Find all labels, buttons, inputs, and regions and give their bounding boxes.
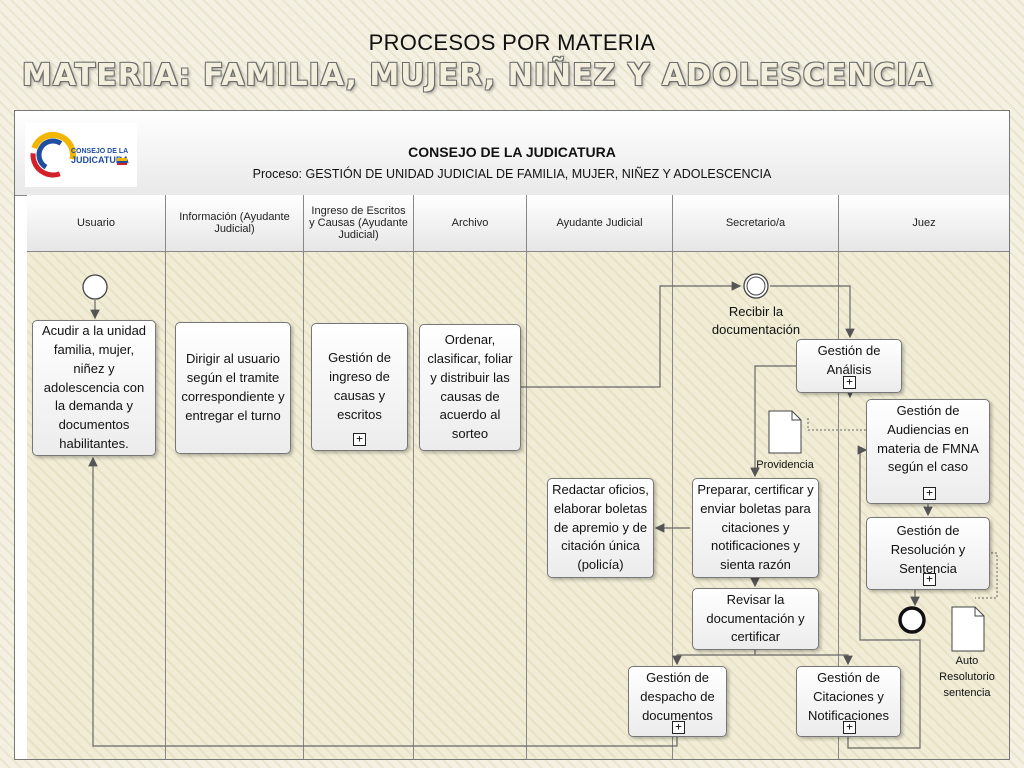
svg-text:JUDICATURA: JUDICATURA (71, 155, 129, 165)
task-ingreso: Gestión de ingreso de causas y escritos … (311, 323, 408, 451)
task-analisis: Gestión de Análisis + (796, 339, 902, 393)
task-acudir: Acudir a la unidad familia, mujer, niñez… (32, 320, 156, 456)
task-preparar: Preparar, certificar y enviar boletas pa… (692, 478, 819, 578)
task-audiencias: Gestión de Audiencias en materia de FMNA… (866, 399, 990, 504)
process-name: Proceso: GESTIÓN DE UNIDAD JUDICIAL DE F… (252, 167, 772, 181)
lane-header-juez: Juez (839, 195, 1009, 252)
subprocess-marker: + (843, 376, 856, 389)
slide-title: PROCESOS POR MATERIA (368, 30, 656, 55)
task-ordenar: Ordenar, clasificar, foliar y distribuir… (419, 324, 521, 451)
task-despacho: Gestión de despacho de documentos + (628, 666, 727, 737)
diagram-header: CONSEJO DE LA JUDICATURA CONSEJO DE LA J… (15, 111, 1009, 196)
task-recibir-label: Recibir la documentación (711, 304, 801, 338)
svg-text:CONSEJO DE LA: CONSEJO DE LA (71, 148, 128, 155)
subprocess-marker: + (923, 573, 936, 586)
subprocess-marker: + (353, 433, 366, 446)
judicatura-logo: CONSEJO DE LA JUDICATURA (25, 123, 137, 187)
lane-header-usuario: Usuario (27, 195, 166, 252)
task-resolucion: Gestión de Resolución y Sentencia + (866, 517, 990, 590)
task-revisar: Revisar la documentación y certificar (692, 588, 819, 650)
doc-label-auto: Auto Resolutorio sentencia (939, 655, 995, 699)
slide-subtitle: MATERIA: FAMILIA, MUJER, NIÑEZ Y ADOLESC… (22, 58, 933, 93)
org-name: CONSEJO DE LA JUDICATURA (408, 144, 616, 160)
subprocess-marker: + (923, 487, 936, 500)
lane-header-ingreso: Ingreso de Escritos y Causas (Ayudante J… (304, 195, 414, 252)
task-redactar: Redactar oficios, elaborar boletas de ap… (547, 478, 654, 578)
lane-header-ayudante: Ayudante Judicial (527, 195, 673, 252)
subprocess-marker: + (672, 721, 685, 734)
lane-header-archivo: Archivo (414, 195, 527, 252)
doc-label-providencia: Providencia (756, 459, 814, 471)
task-citaciones: Gestión de Citaciones y Notificaciones + (796, 666, 901, 737)
task-dirigir: Dirigir al usuario según el tramite corr… (175, 322, 291, 454)
lane-header-informacion: Información (Ayudante Judicial) (166, 195, 304, 252)
lane-header-secretario: Secretario/a (673, 195, 839, 252)
subprocess-marker: + (843, 721, 856, 734)
